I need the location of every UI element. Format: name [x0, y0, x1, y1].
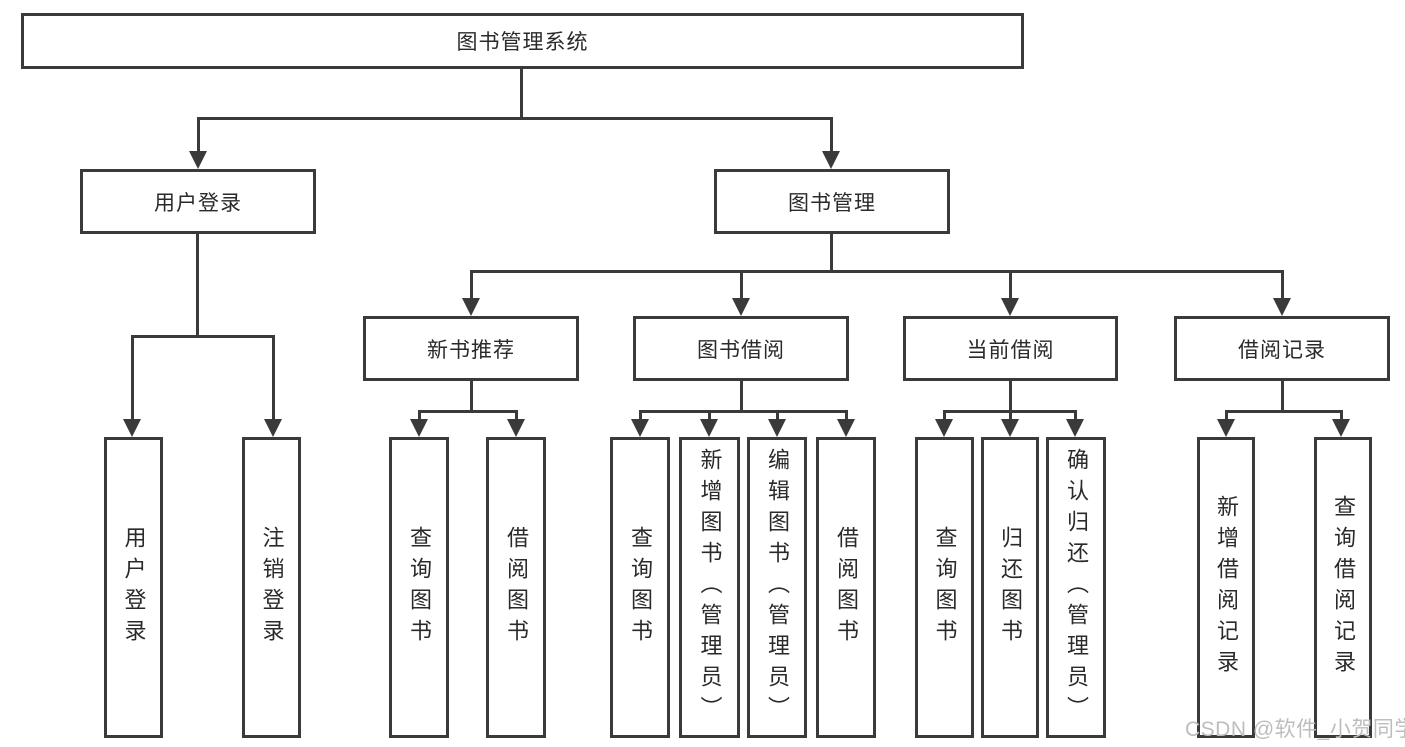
- connector-drop-new-book-recommend: [470, 270, 473, 300]
- arrowhead-query-borrow-record-icon: [1332, 419, 1350, 437]
- arrowhead-return-books-icon: [1001, 419, 1019, 437]
- leaf-query-borrow-record: 查询借阅记录: [1314, 437, 1372, 738]
- connector-root-stem: [520, 68, 523, 118]
- arrowhead-query-books-1-icon: [410, 419, 428, 437]
- arrowhead-confirm-return-icon: [1066, 419, 1084, 437]
- connector-drop-confirm-return: [1074, 410, 1077, 420]
- connector-book-borrow-stem: [740, 381, 743, 412]
- leaf-query-books-3: 查询图书: [915, 437, 974, 738]
- connector-new-book-recommend-stem: [470, 381, 473, 412]
- node-root: 图书管理系统: [21, 13, 1024, 69]
- connector-drop-user-login: [197, 117, 200, 152]
- arrowhead-add-book-icon: [700, 419, 718, 437]
- arrowhead-user-login-icon: [189, 151, 207, 169]
- leaf-logout-label: 注销登录: [259, 525, 285, 650]
- arrowhead-leaf-user-login-icon: [123, 419, 141, 437]
- node-book-management: 图书管理: [714, 169, 950, 234]
- arrowhead-borrow-books-1-icon: [507, 419, 525, 437]
- connector-drop-query-books-1: [418, 410, 421, 420]
- connector-book-management-stem: [830, 234, 833, 272]
- arrowhead-new-book-recommend-icon: [462, 298, 480, 316]
- connector-book-borrow-rail: [639, 410, 847, 413]
- leaf-logout: 注销登录: [242, 437, 301, 738]
- leaf-edit-book-admin: 编辑图书（管理员）: [747, 437, 807, 738]
- leaf-add-borrow-record-label: 新增借阅记录: [1214, 494, 1239, 681]
- connector-drop-add-book: [708, 410, 711, 420]
- connector-drop-book-borrow: [740, 270, 743, 300]
- leaf-confirm-return-admin-label: 确认归还（管理员）: [1064, 448, 1089, 727]
- connector-borrow-records-rail: [1225, 410, 1343, 413]
- arrowhead-book-management-icon: [822, 151, 840, 169]
- connector-drop-query-borrow-record: [1340, 410, 1343, 420]
- connector-drop-add-borrow-record: [1225, 410, 1228, 420]
- connector-level3-rail: [470, 270, 1283, 273]
- connector-drop-book-management: [830, 117, 833, 152]
- leaf-confirm-return-admin: 确认归还（管理员）: [1046, 437, 1106, 738]
- leaf-query-books-2-label: 查询图书: [628, 525, 653, 650]
- leaf-user-login-label: 用户登录: [121, 525, 147, 650]
- arrowhead-current-borrow-icon: [1001, 298, 1019, 316]
- leaf-add-borrow-record: 新增借阅记录: [1197, 437, 1255, 738]
- leaf-borrow-books-1-label: 借阅图书: [504, 525, 529, 650]
- node-book-borrow: 图书借阅: [633, 316, 849, 381]
- connector-drop-borrow-records: [1281, 270, 1284, 300]
- arrowhead-book-borrow-icon: [732, 298, 750, 316]
- leaf-return-books-label: 归还图书: [998, 525, 1023, 650]
- node-new-book-recommend: 新书推荐: [363, 316, 579, 381]
- leaf-add-book-admin-label: 新增图书（管理员）: [697, 448, 723, 727]
- leaf-query-books-1-label: 查询图书: [407, 525, 432, 650]
- leaf-query-books-2: 查询图书: [610, 437, 670, 738]
- connector-new-book-recommend-rail: [418, 410, 518, 413]
- leaf-borrow-books-2-label: 借阅图书: [834, 525, 859, 650]
- arrowhead-add-borrow-record-icon: [1217, 419, 1235, 437]
- arrowhead-query-books-2-icon: [631, 419, 649, 437]
- leaf-user-login: 用户登录: [104, 437, 163, 738]
- leaf-borrow-books-2: 借阅图书: [816, 437, 876, 738]
- arrowhead-borrow-books-2-icon: [837, 419, 855, 437]
- leaf-query-borrow-record-label: 查询借阅记录: [1331, 494, 1356, 681]
- leaf-query-books-1: 查询图书: [389, 437, 449, 738]
- leaf-query-books-3-label: 查询图书: [932, 525, 958, 650]
- connector-drop-current-borrow: [1009, 270, 1012, 300]
- arrowhead-edit-book-icon: [768, 419, 786, 437]
- connector-user-login-rail: [131, 335, 275, 338]
- connector-drop-query-books-2: [639, 410, 642, 420]
- node-user-login: 用户登录: [80, 169, 316, 234]
- connector-level2-rail: [197, 117, 833, 120]
- arrowhead-leaf-logout-icon: [264, 419, 282, 437]
- connector-current-borrow-stem: [1009, 381, 1012, 412]
- node-current-borrow: 当前借阅: [903, 316, 1118, 381]
- connector-user-login-stem: [196, 234, 199, 337]
- connector-borrow-records-stem: [1281, 381, 1284, 412]
- connector-drop-leaf-user-login: [131, 335, 134, 420]
- leaf-borrow-books-1: 借阅图书: [486, 437, 546, 738]
- leaf-edit-book-admin-label: 编辑图书（管理员）: [765, 448, 790, 727]
- arrowhead-borrow-records-icon: [1273, 298, 1291, 316]
- leaf-return-books: 归还图书: [981, 437, 1039, 738]
- connector-drop-return-books: [1009, 410, 1012, 420]
- csdn-watermark: CSDN @软件_小贺同学: [1185, 718, 1405, 741]
- arrowhead-query-books-3-icon: [935, 419, 953, 437]
- connector-drop-borrow-books-1: [515, 410, 518, 420]
- connector-drop-edit-book: [776, 410, 779, 420]
- connector-drop-leaf-logout: [272, 335, 275, 420]
- leaf-add-book-admin: 新增图书（管理员）: [679, 437, 740, 738]
- node-borrow-records: 借阅记录: [1174, 316, 1390, 381]
- connector-drop-query-books-3: [943, 410, 946, 420]
- connector-drop-borrow-books-2: [845, 410, 848, 420]
